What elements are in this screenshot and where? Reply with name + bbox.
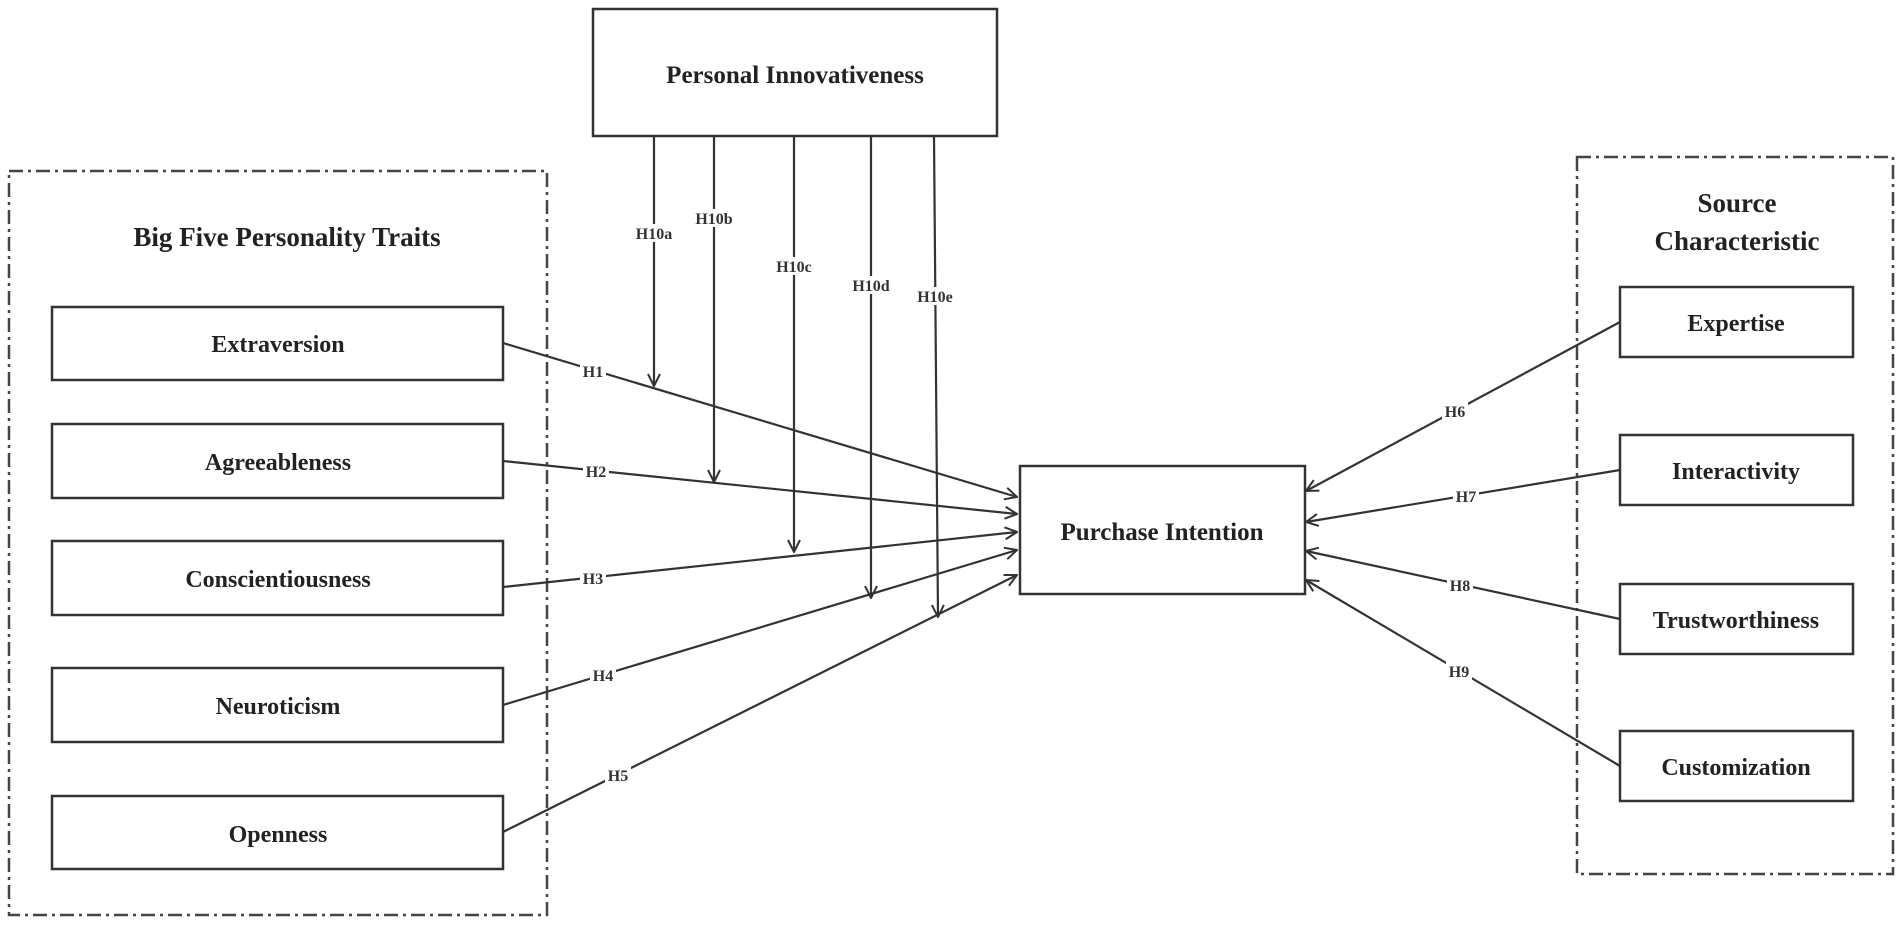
purchase-intention-box [1018,464,1307,596]
trustworthiness-box [1618,582,1855,656]
h7-label: H7 [1456,489,1476,506]
h8-label: H8 [1450,578,1470,595]
purchase-intention-label: Purchase Intention [1060,519,1263,546]
h6-label: H6 [1445,404,1465,421]
interactivity-label: Interactivity [1672,459,1800,485]
conscientiousness-box [50,539,505,617]
openness-label: Openness [229,822,328,848]
big-five-group-frame [7,169,549,917]
openness-box [50,794,505,871]
interactivity-box [1618,433,1855,507]
path-h5-arrow [502,575,1017,833]
trustworthiness-label: Trustworthiness [1653,608,1819,634]
h8-label-group: H8 [1447,576,1473,595]
extraversion-label: Extraversion [211,332,344,358]
h1-label-group: H1 [580,362,606,381]
h4-label: H4 [593,668,613,685]
conscientiousness-label: Conscientiousness [185,567,370,593]
personal-innovativeness-box [591,7,999,138]
h3-label: H3 [583,571,603,588]
h10c-label-group: H10c [772,257,816,276]
h3-label-group: H3 [580,569,606,588]
h10a-label: H10a [636,226,672,243]
h1-label: H1 [583,364,603,381]
source-characteristic-title-line-2: Characteristic [1655,226,1820,256]
h5-label: H5 [608,768,628,785]
h10b-label-group: H10b [692,209,736,228]
h10d-label: H10d [852,278,889,295]
h6-label-group: H6 [1442,402,1468,421]
h2-label-group: H2 [583,462,609,481]
agreeableness-label: Agreeableness [205,450,351,476]
neuroticism-label: Neuroticism [216,694,341,720]
source-characteristic-title-line-1: Source [1698,188,1777,218]
personal-innovativeness-label: Personal Innovativeness [666,62,924,89]
h10d-label-group: H10d [849,276,893,295]
expertise-label: Expertise [1687,311,1785,337]
source-characteristic-group-frame [1575,155,1895,876]
h2-label: H2 [586,464,606,481]
h5-label-group: H5 [605,766,631,785]
customization-label: Customization [1661,755,1810,781]
h9-label: H9 [1449,664,1469,681]
h10c-label: H10c [776,259,812,276]
path-h2-arrow [502,459,1017,514]
h9-label-group: H9 [1446,662,1472,681]
path-h10e-arrow [934,135,938,617]
h10a-label-group: H10a [632,224,676,243]
h7-label-group: H7 [1453,487,1479,506]
big-five-group-title: Big Five Personality Traits [133,222,440,252]
h10e-label-group: H10e [913,287,957,306]
customization-box [1618,729,1855,803]
path-h4-arrow [502,550,1017,707]
neuroticism-box [50,666,505,744]
expertise-box [1618,285,1855,359]
h4-label-group: H4 [590,666,616,685]
h10e-label: H10e [917,289,953,306]
h10b-label: H10b [695,211,732,228]
